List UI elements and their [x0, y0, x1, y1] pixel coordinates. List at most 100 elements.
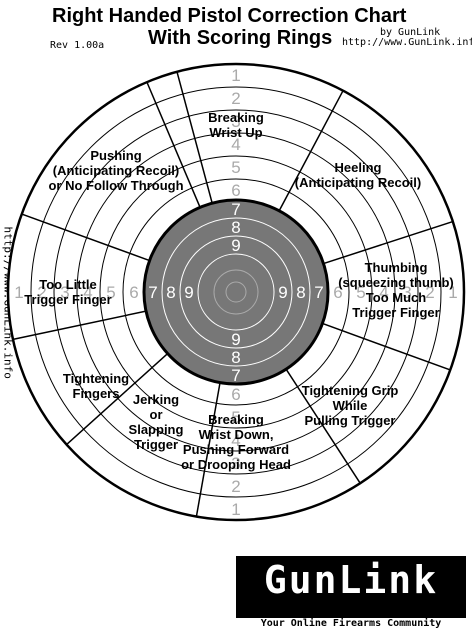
ring-number-left-4: 4	[83, 283, 92, 302]
ring-number-left-5: 5	[106, 283, 115, 302]
segment-line: Pushing	[90, 148, 141, 163]
divider-4	[322, 322, 451, 371]
segment-line: Thumbing	[365, 260, 428, 275]
segment-line: or	[150, 407, 163, 422]
divider-7	[66, 353, 169, 446]
ring-number-bottom-6: 6	[231, 385, 240, 404]
ring-number-top-7: 7	[231, 200, 240, 219]
segment-line: Tightening Grip	[302, 383, 399, 398]
ring-number-bottom-9: 9	[231, 330, 240, 349]
ring-number-top-1: 1	[231, 66, 240, 85]
ring-number-top-5: 5	[231, 158, 240, 177]
segment-line: Fingers	[73, 386, 120, 401]
ring-number-left-1: 1	[14, 283, 23, 302]
segment-line: Trigger Finger	[352, 305, 439, 320]
ring-number-left-7: 7	[148, 283, 157, 302]
segment-line: Pulling Trigger	[304, 413, 395, 428]
divider-8	[12, 310, 147, 341]
ring-number-bottom-1: 1	[231, 500, 240, 519]
ring-number-right-1: 1	[448, 283, 457, 302]
segment-line: (Anticipating Recoil)	[295, 175, 421, 190]
ring-number-top-9: 9	[231, 236, 240, 255]
chart-subtitle: With Scoring Rings	[148, 27, 333, 49]
dark-center	[142, 198, 330, 386]
segment-line: Too Little	[39, 277, 97, 292]
segment-line: While	[333, 398, 368, 413]
ring-number-bottom-5: 5	[231, 408, 240, 427]
x-ring	[225, 281, 247, 303]
segment-line: Trigger	[134, 437, 178, 452]
ring-number-bottom-8: 8	[231, 348, 240, 367]
segment-line: (squeezing thumb)	[338, 275, 454, 290]
byline: by GunLink	[380, 27, 441, 38]
ring-number-right-9: 9	[278, 283, 287, 302]
ring-number-top-4: 4	[231, 135, 240, 154]
ring-number-bottom-2: 2	[231, 477, 240, 496]
ring-number-bottom-3: 3	[231, 454, 240, 473]
ring-number-left-2: 2	[37, 283, 46, 302]
divider-6	[195, 382, 221, 517]
segment-dividers	[12, 71, 454, 517]
inner-ring-9	[197, 253, 275, 331]
segment-label-heeling: Heeling(Anticipating Recoil)	[295, 160, 421, 190]
segment-line: Trigger Finger	[24, 292, 111, 307]
ring-number-bottom-4: 4	[231, 431, 240, 450]
segment-line: Breaking	[208, 412, 264, 427]
ring-number-top-2: 2	[231, 89, 240, 108]
ring-number-right-8: 8	[296, 283, 305, 302]
ring-number-right-6: 6	[333, 283, 342, 302]
divider-3	[323, 220, 454, 265]
ring-number-right-4: 4	[379, 283, 388, 302]
segment-line: Breaking	[208, 110, 264, 125]
inner-ring-7	[161, 217, 311, 367]
segment-line: or Drooping Head	[181, 457, 291, 472]
revision-label: Rev 1.00a	[50, 40, 105, 51]
ring-number-right-3: 3	[402, 283, 411, 302]
gunlink-logo: GunLink	[236, 556, 466, 618]
segment-line: Too Much	[366, 290, 426, 305]
segment-line: or No Follow Through	[48, 178, 183, 193]
segment-line: Slapping	[129, 422, 184, 437]
ring-number-right-7: 7	[314, 283, 323, 302]
ring-number-left-6: 6	[129, 283, 138, 302]
ring-number-left-3: 3	[60, 283, 69, 302]
divider-10	[146, 81, 201, 208]
segment-line: Heeling	[335, 160, 382, 175]
ring-number-top-3: 3	[231, 112, 240, 131]
ring-number-right-5: 5	[356, 283, 365, 302]
logo-wordmark: GunLink	[263, 558, 439, 602]
divider-9	[21, 213, 150, 262]
inner-ring-8	[179, 235, 293, 349]
site-url[interactable]: http://www.GunLink.info	[342, 37, 472, 48]
segment-label-pushing: Pushing(Anticipating Recoil)or No Follow…	[48, 148, 183, 193]
logo-tagline: Your Online Firearms Community	[260, 618, 442, 629]
chart-title: Right Handed Pistol Correction Chart	[52, 5, 407, 27]
ring-10	[213, 269, 259, 315]
ring-number-bottom-7: 7	[231, 366, 240, 385]
segment-line: Tightening	[63, 371, 129, 386]
ring-number-top-8: 8	[231, 218, 240, 237]
ring-number-left-9: 9	[184, 283, 193, 302]
segment-line: Wrist Down,	[199, 427, 274, 442]
ring-number-top-6: 6	[231, 181, 240, 200]
divider-5	[285, 368, 361, 484]
divider-1	[176, 71, 213, 204]
segment-line: (Anticipating Recoil)	[53, 163, 179, 178]
segment-line: Wrist Up	[209, 125, 262, 140]
scoring-rings	[6, 62, 466, 522]
ring-number-left-8: 8	[166, 283, 175, 302]
ring-number-right-2: 2	[425, 283, 434, 302]
segment-line: Jerking	[133, 392, 179, 407]
segment-line: Pushing Forward	[183, 442, 289, 457]
divider-2	[278, 90, 344, 212]
